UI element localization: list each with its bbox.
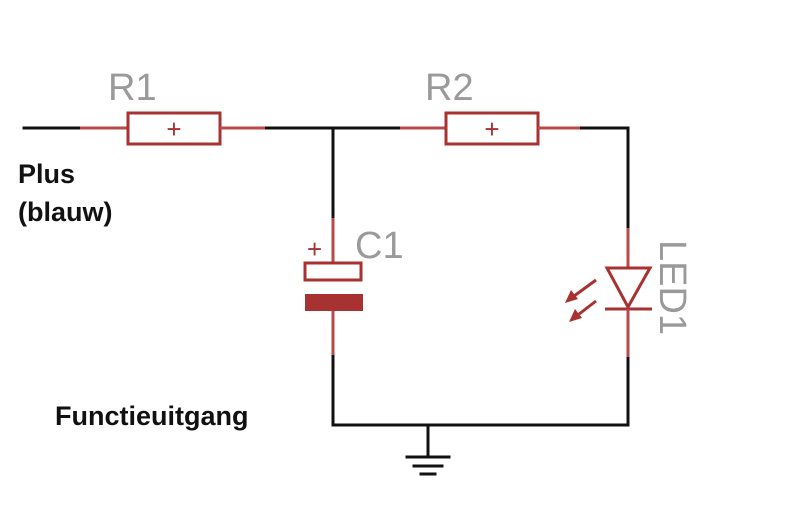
r2-label: R2: [425, 67, 474, 109]
wires: [22, 126, 630, 457]
c1-label: C1: [355, 225, 404, 267]
led-light-arrows-icon: [565, 278, 597, 322]
r2-polarity-mark: +: [484, 114, 499, 144]
r1-polarity-mark: +: [166, 114, 181, 144]
input-label-line1: Plus: [18, 159, 75, 189]
resistor-r1: + R1: [80, 67, 265, 146]
capacitor-c1: + C1: [303, 218, 404, 355]
wire-r2-led: [578, 126, 630, 230]
output-label: Functieuitgang: [55, 401, 248, 431]
resistor-r2: + R2: [400, 67, 580, 146]
annotations: Plus (blauw) Functieuitgang: [18, 159, 248, 431]
c1-polarity-mark: +: [307, 234, 322, 264]
led-triangle: [604, 266, 653, 311]
wire-ground-bus: [331, 353, 630, 427]
led1-label: LED1: [651, 240, 693, 335]
c1-negative-plate: [305, 294, 363, 311]
ground-symbol: [405, 455, 451, 476]
r1-label: R1: [108, 67, 157, 109]
led-led1: LED1: [565, 228, 693, 357]
input-label-line2: (blauw): [18, 197, 113, 227]
